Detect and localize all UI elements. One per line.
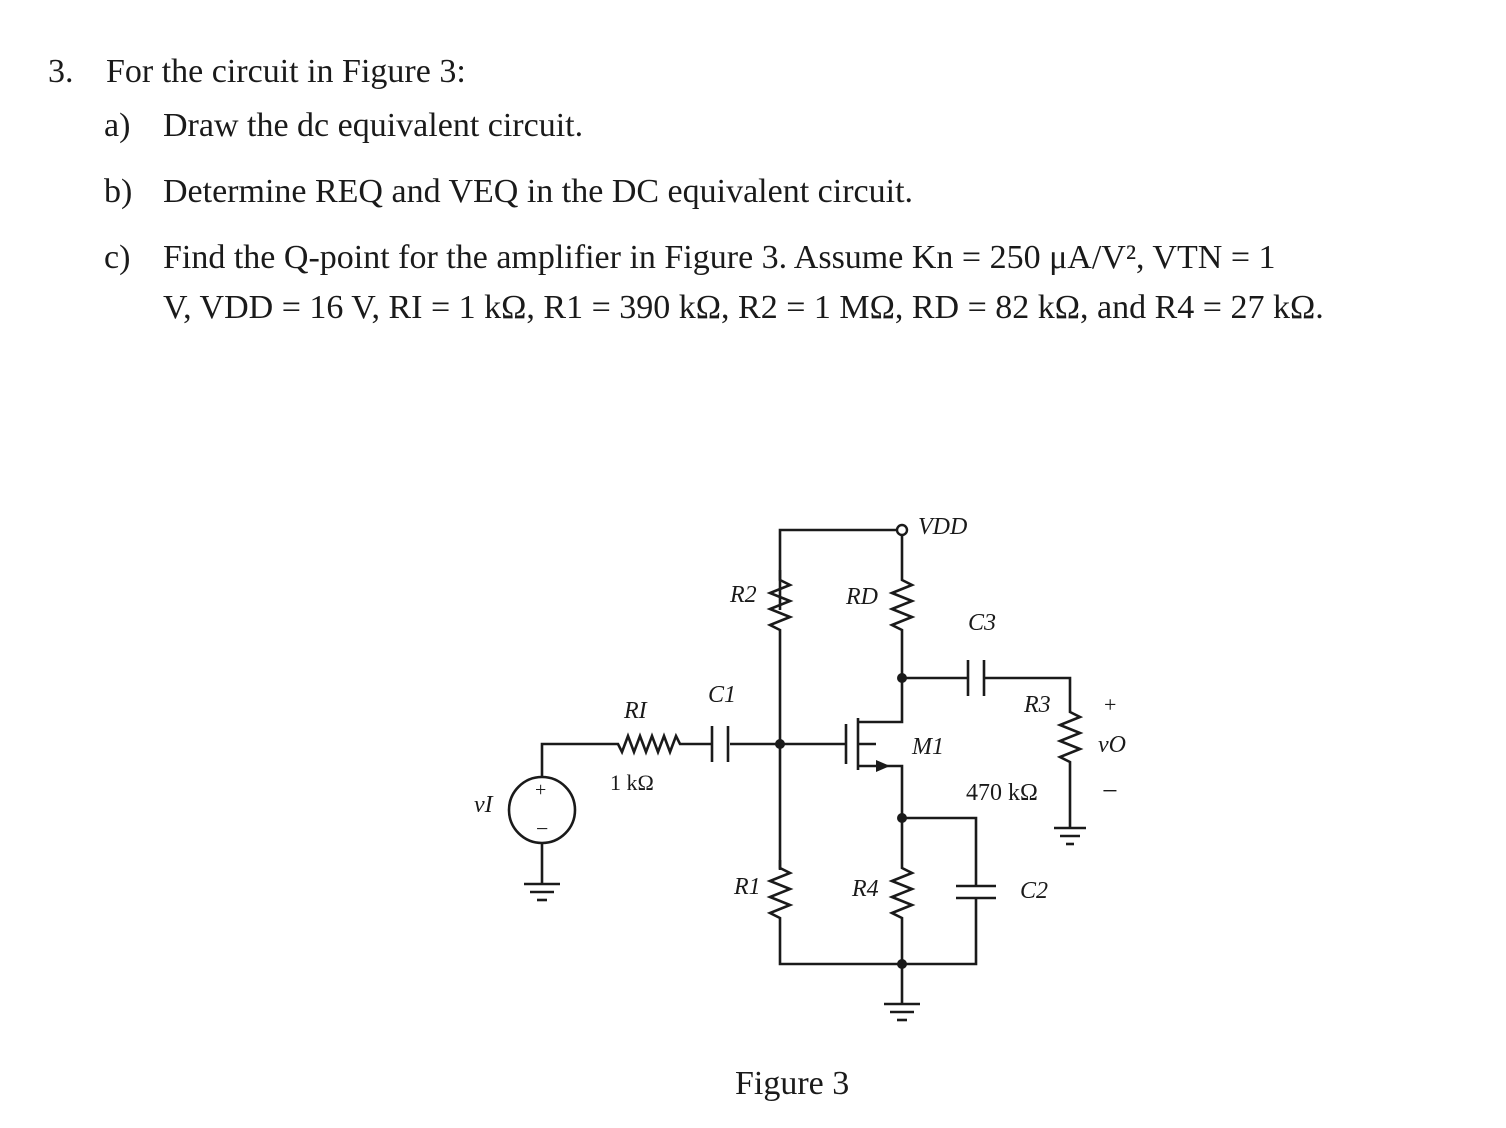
- r3-value: 470 kΩ: [966, 780, 1038, 806]
- m1-label: M1: [911, 734, 944, 760]
- part-a-label: a): [104, 107, 131, 144]
- part-a-text: Draw the dc equivalent circuit.: [163, 107, 584, 144]
- r2-label: R2: [729, 582, 757, 608]
- m1-source-lead: [858, 764, 904, 786]
- m1-source-arrow: [876, 760, 890, 772]
- r2-resistor: [766, 570, 794, 640]
- r1-resistor: [766, 860, 902, 966]
- part-c-label: c): [104, 239, 131, 276]
- ri-resistor: [540, 732, 712, 776]
- ri-value: 1 kΩ: [610, 770, 654, 795]
- part-b-text: Determine REQ and VEQ in the DC equivale…: [163, 173, 914, 210]
- m1-drain-lead: [858, 716, 904, 724]
- vi-plus: +: [535, 779, 546, 801]
- r1-label: R1: [733, 874, 761, 900]
- c2-bottom-wire: [902, 898, 978, 966]
- vi-minus: −: [536, 816, 548, 841]
- r4-label: R4: [851, 876, 879, 902]
- vo-plus: +: [1104, 692, 1116, 717]
- c2-label: C2: [1020, 878, 1048, 904]
- c3-label: C3: [968, 610, 996, 636]
- r3-resistor: [1056, 702, 1084, 800]
- figure-caption: Figure 3: [735, 1065, 850, 1102]
- question-number: 3.: [48, 53, 74, 90]
- rd-resistor: [888, 570, 916, 640]
- vdd-label: VDD: [918, 514, 967, 540]
- vi-label: vI: [474, 792, 494, 818]
- c2-top-wire: [902, 816, 978, 886]
- question-stem: For the circuit in Figure 3:: [106, 53, 466, 90]
- vo-label: vO: [1098, 732, 1126, 758]
- part-c-line1: Find the Q-point for the amplifier in Fi…: [163, 239, 1276, 276]
- r3-label: R3: [1023, 692, 1051, 718]
- ri-label: RI: [623, 698, 648, 724]
- c3-to-r3-wire: [984, 676, 1072, 702]
- vdd-rail-left: [778, 528, 897, 610]
- c1-label: C1: [708, 682, 736, 708]
- r4-resistor: [888, 860, 916, 964]
- part-b-label: b): [104, 173, 133, 210]
- vo-minus: −: [1102, 776, 1118, 807]
- rd-label: RD: [845, 584, 878, 610]
- vdd-terminal: [895, 523, 909, 537]
- part-c-line2: V, VDD = 16 V, RI = 1 kΩ, R1 = 390 kΩ, R…: [163, 289, 1324, 326]
